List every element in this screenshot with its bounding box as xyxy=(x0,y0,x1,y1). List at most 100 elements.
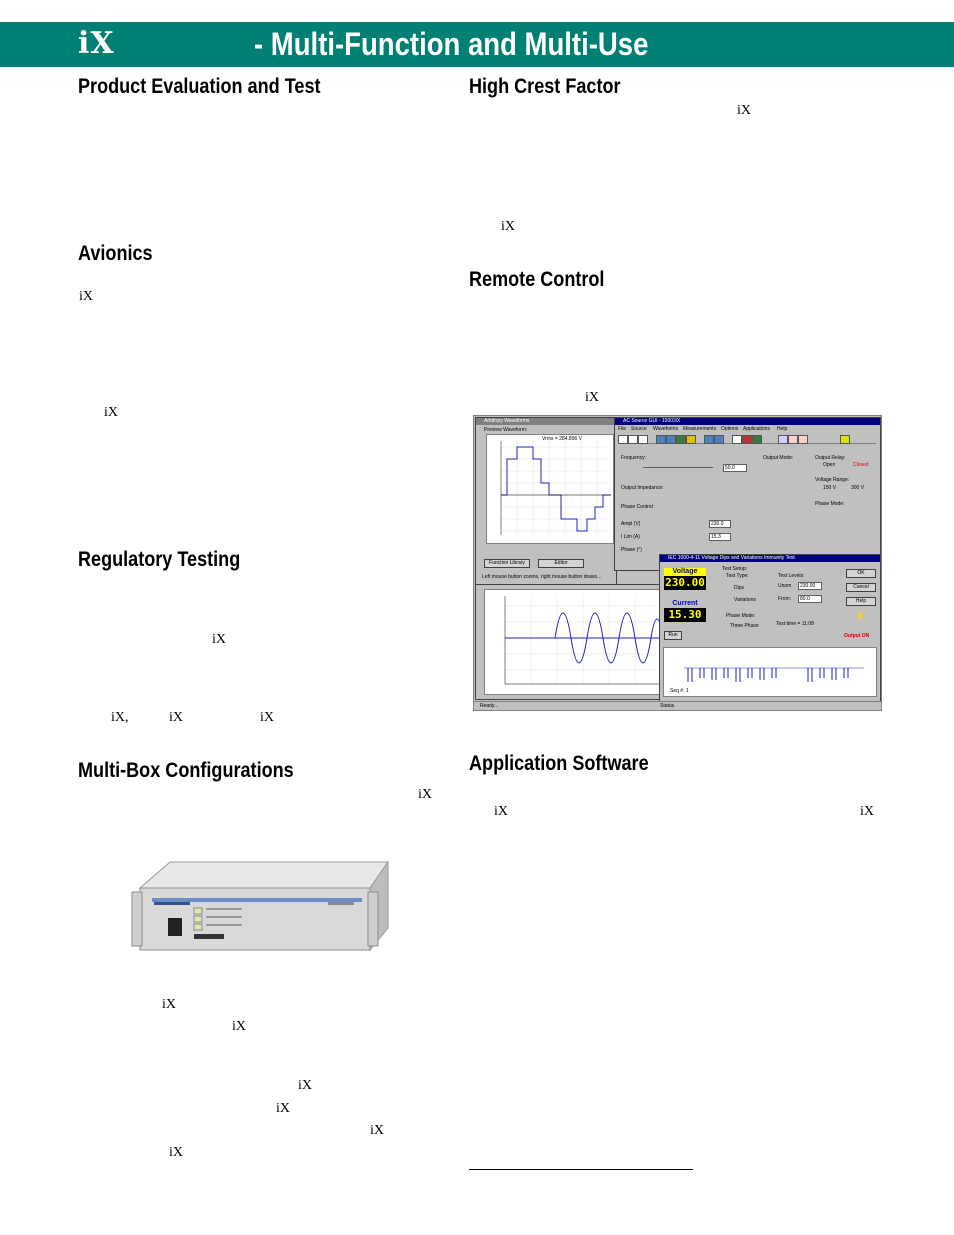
ac-source-main-window: AC Source GUI - 15003iX File Source Wave… xyxy=(614,417,881,571)
frequency-field[interactable]: 50.0 xyxy=(723,464,747,472)
cancel-button[interactable]: Cancel xyxy=(846,583,876,592)
relay-open-radio[interactable]: Open xyxy=(823,462,836,468)
ix-mention: iX xyxy=(260,710,274,725)
editor-button[interactable]: Editor xyxy=(538,559,584,568)
preview-label: Preview Waveform: xyxy=(484,427,528,433)
heading-application-software: Application Software xyxy=(469,752,649,775)
iec-dips-dialog: IEC 1000-4-11 Voltage Dips and Variation… xyxy=(659,554,881,702)
help-icon[interactable] xyxy=(840,435,850,444)
menu-source[interactable]: Source xyxy=(631,426,647,432)
open-icon[interactable] xyxy=(628,435,638,444)
ready-text: Ready... xyxy=(480,703,499,709)
tool-icon[interactable] xyxy=(752,435,762,444)
heading-regulatory-testing: Regulatory Testing xyxy=(78,548,241,571)
output-relay-label: Output Relay: xyxy=(815,455,846,461)
output-mode-label: Output Mode: xyxy=(763,455,794,461)
tool-icon[interactable] xyxy=(656,435,666,444)
run-button[interactable]: Run xyxy=(664,631,682,640)
ac-source-gui-screenshot: Arbitrary Waveforms Preview Waveform: Vr… xyxy=(473,415,882,711)
heading-remote-control: Remote Control xyxy=(469,268,605,291)
window-title: Arbitrary Waveforms xyxy=(476,418,616,425)
window-title: AC Source GUI - 15003iX xyxy=(615,418,880,425)
waveform-plot xyxy=(484,589,672,695)
current-readout: 15.30 xyxy=(664,608,706,622)
status-bar: Ready... Status xyxy=(474,701,881,710)
ix-mention: iX xyxy=(169,710,183,725)
unom-field[interactable]: 230.00 xyxy=(798,582,822,590)
ampl-field[interactable]: 230.0 xyxy=(709,520,731,528)
tool-icon[interactable] xyxy=(714,435,724,444)
ix-mention: iX xyxy=(104,405,118,420)
frequency-slider[interactable] xyxy=(643,467,713,468)
header-banner: iX - Multi-Function and Multi-Use xyxy=(0,22,954,67)
save-icon[interactable] xyxy=(638,435,648,444)
tool-icon[interactable] xyxy=(778,435,788,444)
preview-plot: Vrms = 284.896 V xyxy=(486,434,614,544)
new-icon[interactable] xyxy=(618,435,628,444)
menu-file[interactable]: File xyxy=(618,426,627,432)
ix-mention: iX xyxy=(585,390,599,405)
phase-mode-label: Phase Mode: xyxy=(815,501,845,507)
heading-product-evaluation: Product Evaluation and Test xyxy=(78,75,321,98)
function-library-button[interactable]: Function Library xyxy=(484,559,530,568)
page-title: - Multi-Function and Multi-Use xyxy=(254,26,649,62)
menu-measurements[interactable]: Measurements xyxy=(683,426,717,432)
ix-mention: iX xyxy=(737,103,751,118)
menu-options[interactable]: Options xyxy=(721,426,739,432)
variations-radio[interactable]: Variations xyxy=(734,597,756,603)
menu-help[interactable]: Help xyxy=(777,426,788,432)
ix-mention: iX xyxy=(276,1101,290,1116)
test-levels-label: Test Levels: xyxy=(778,573,805,579)
phase-deg-label: Phase (°) xyxy=(621,547,642,553)
ix-mention: iX xyxy=(232,1019,246,1034)
tool-icon[interactable] xyxy=(704,435,714,444)
menu-waveforms[interactable]: Waveforms xyxy=(653,426,679,432)
tool-icon[interactable] xyxy=(686,435,696,444)
ac-source-chassis-photo xyxy=(131,860,389,952)
relay-closed-radio[interactable]: Closed xyxy=(853,462,869,468)
vrms-readout: Vrms = 284.896 V xyxy=(542,436,582,442)
menu-applications[interactable]: Applications xyxy=(743,426,770,432)
dips-sequence-plot: Seq #: 1 xyxy=(663,647,877,697)
tool-icon[interactable] xyxy=(798,435,808,444)
lightning-icon: ⚡ xyxy=(854,611,867,622)
ix-mention: iX xyxy=(494,804,508,819)
ilim-field[interactable]: 15.3 xyxy=(709,533,731,541)
arbitrary-waveforms-window: Arbitrary Waveforms Preview Waveform: Vr… xyxy=(475,417,617,585)
ok-button[interactable]: OK xyxy=(846,569,876,578)
ix-mention: iX xyxy=(501,219,515,234)
footnote-rule xyxy=(469,1169,693,1170)
voltage-range-label: Voltage Range: xyxy=(815,477,850,483)
from-label: From: xyxy=(778,596,792,602)
phase-mode-label: Phase Mode: xyxy=(726,613,756,619)
heading-multi-box: Multi-Box Configurations xyxy=(78,759,294,782)
tool-icon[interactable] xyxy=(732,435,742,444)
status-text: Status xyxy=(660,703,675,709)
from-field[interactable]: 80.0 xyxy=(798,595,822,603)
help-button[interactable]: Help xyxy=(846,597,876,606)
ix-mention: iX xyxy=(79,289,93,304)
dips-radio[interactable]: Dips xyxy=(734,585,745,591)
phase-control-label: Phase Control xyxy=(621,504,653,510)
test-time-label: Test time = 11:08 xyxy=(776,621,814,627)
impedance-label: Output Impedance: xyxy=(621,485,664,491)
three-phase-label: Three Phase xyxy=(730,623,759,629)
toolbar xyxy=(618,434,876,444)
ix-mention: iX xyxy=(370,1123,384,1138)
ix-mention: iX xyxy=(298,1078,312,1093)
ix-mention: iX xyxy=(162,997,176,1012)
sequence-label: Seq #: 1 xyxy=(670,688,689,694)
range-150-radio[interactable]: 150 V xyxy=(823,485,837,491)
ilim-label: I Lim (A) xyxy=(621,534,640,540)
tool-icon[interactable] xyxy=(666,435,676,444)
frequency-label: Frequency: xyxy=(621,455,647,461)
range-300-radio[interactable]: 300 V xyxy=(851,485,865,491)
tool-icon[interactable] xyxy=(742,435,752,444)
tool-icon[interactable] xyxy=(788,435,798,444)
tool-icon[interactable] xyxy=(676,435,686,444)
ix-mention: iX xyxy=(212,632,226,647)
current-label: Current xyxy=(664,600,706,608)
dialog-title: IEC 1000-4-11 Voltage Dips and Variation… xyxy=(660,555,880,562)
unom-label: Unom xyxy=(778,583,792,589)
test-type-label: Test Type: xyxy=(726,573,749,579)
